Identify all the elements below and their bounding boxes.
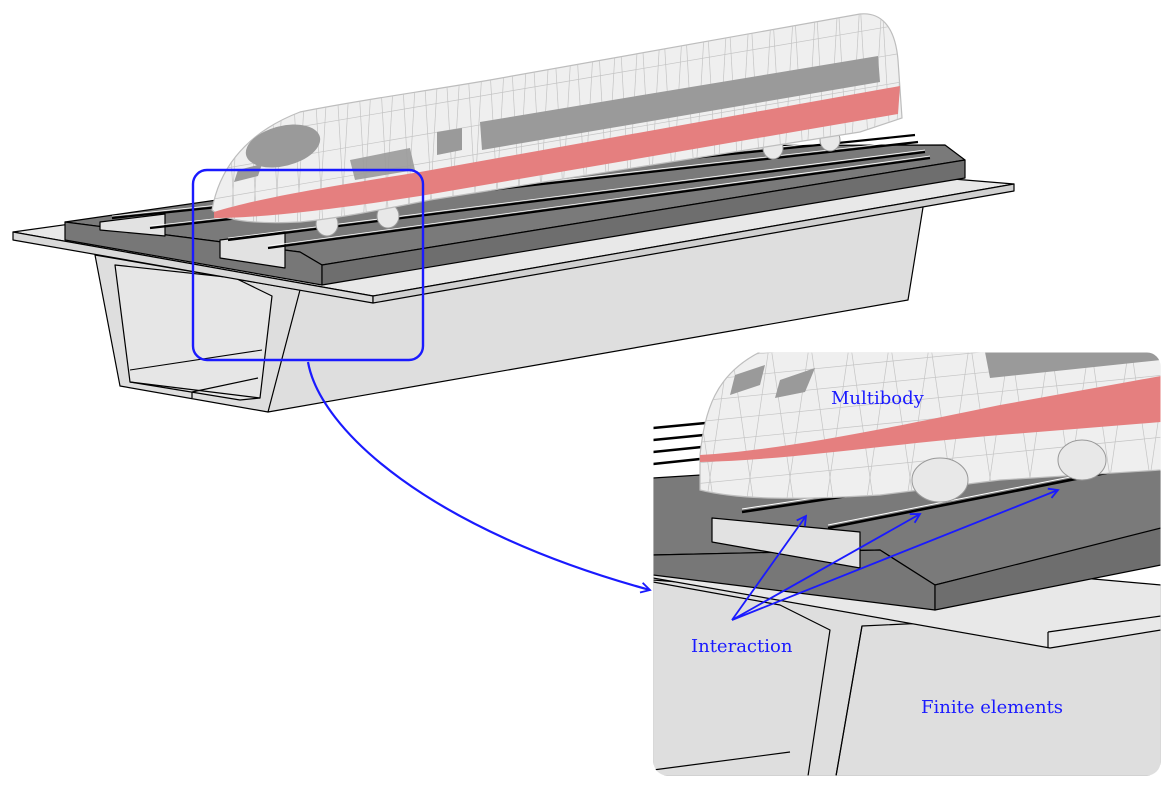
zoom-inset-frame: [652, 351, 1162, 777]
train-window-band: [480, 56, 880, 150]
finite-elements-label: Finite elements: [921, 697, 1063, 718]
multibody-label: Multibody: [831, 388, 925, 409]
zoom-inset: [653, 352, 1161, 776]
interaction-arrows: [731, 487, 1060, 621]
interaction-label: Interaction: [691, 636, 793, 657]
zoom-region-box: [191, 168, 425, 362]
train-door-window: [437, 128, 462, 155]
train-cab-window: [245, 124, 321, 168]
sleeper-left: [99, 213, 166, 237]
train-red-stripe: [214, 86, 900, 218]
zoom-connector-arrow: [306, 361, 652, 594]
